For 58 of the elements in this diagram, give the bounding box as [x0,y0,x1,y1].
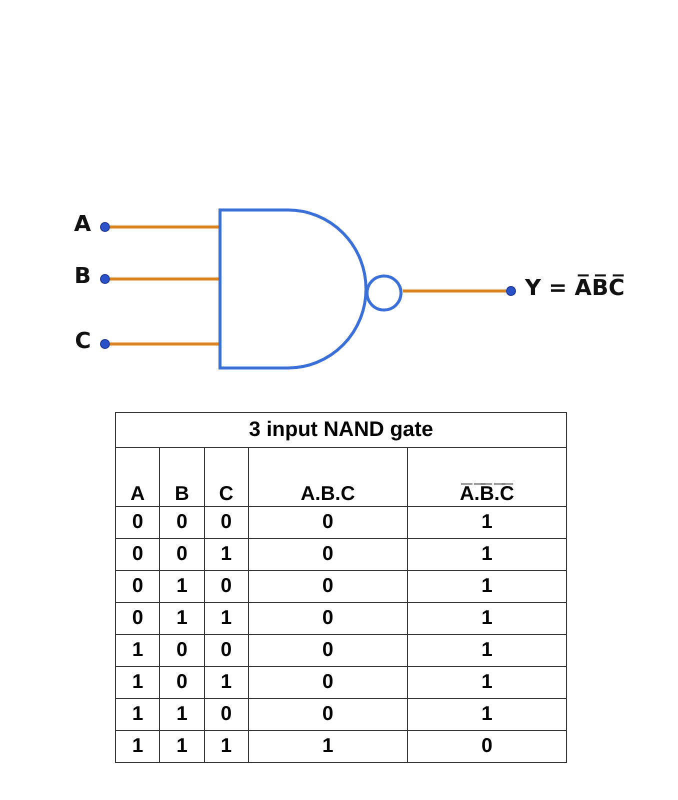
table-cell: 0 [116,506,160,538]
wire [110,226,220,228]
table-cell: 1 [116,698,160,730]
terminal-dot [100,274,110,284]
column-header: A.B.C [248,448,408,506]
table-cell: 0 [248,506,408,538]
table-cell: 0 [204,570,248,602]
table-cell: 1 [407,506,566,538]
table-title: 3 input NAND gate [116,412,566,448]
terminal-dot [100,339,110,349]
table-cell: 1 [407,666,566,698]
wire [110,342,220,346]
table-cell: 1 [116,666,160,698]
wire [403,290,506,292]
table-cell: 1 [407,570,566,602]
table-cell: 1 [116,634,160,666]
table-cell: 0 [160,666,204,698]
column-header: B [160,448,204,506]
table-cell: 0 [160,506,204,538]
table-cell: 0 [116,538,160,570]
table-cell: 0 [204,506,248,538]
table-cell: 1 [160,570,204,602]
column-header: C [204,448,248,506]
terminal-dot [100,222,110,232]
table-cell: 0 [248,538,408,570]
table-cell: 0 [248,634,408,666]
table-cell: 1 [407,634,566,666]
signal-label: Y = A̅B̅C̅ [525,276,625,301]
table-cell: 1 [204,730,248,762]
terminal-dot [506,286,516,296]
table-cell: 0 [160,538,204,570]
table-cell: 1 [204,602,248,634]
signal-label: B [74,264,91,289]
table-cell: 1 [204,666,248,698]
column-header: A [116,448,160,506]
table-cell: 1 [160,602,204,634]
table-cell: 0 [248,698,408,730]
table-cell: 1 [204,538,248,570]
table-cell: 0 [407,730,566,762]
table-cell: 0 [248,666,408,698]
signal-label: C [74,329,91,354]
table-cell: 0 [204,634,248,666]
wire [110,278,220,280]
table-cell: 1 [407,602,566,634]
table-cell: 1 [407,698,566,730]
table-cell: 0 [248,570,408,602]
signal-label: A [74,212,91,237]
table-cell: 0 [116,570,160,602]
table-cell: 0 [204,698,248,730]
table-cell: 0 [160,634,204,666]
table-cell: 1 [160,730,204,762]
table-cell: 1 [116,730,160,762]
table-cell: 1 [407,538,566,570]
table-cell: 1 [248,730,408,762]
table-cell: 0 [116,602,160,634]
table-cell: 0 [248,602,408,634]
column-header: A̅.̅B̅.̅C̅ [407,448,566,506]
table-cell: 1 [160,698,204,730]
